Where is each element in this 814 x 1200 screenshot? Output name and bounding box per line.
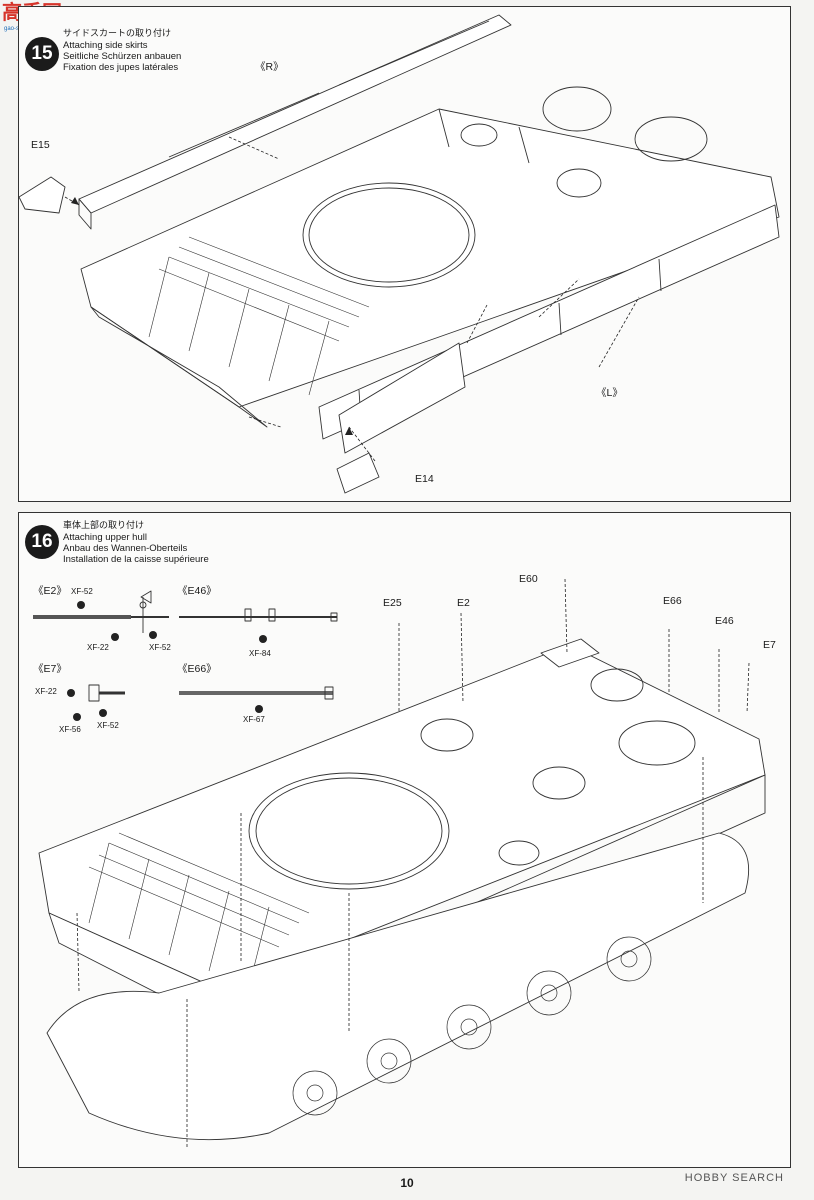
detail-e2-title: 《E2》 xyxy=(33,585,67,597)
step-15-label-e14: E14 xyxy=(415,473,434,485)
part-label-e46: E46 xyxy=(715,615,734,627)
detail-e46-xf84: XF-84 xyxy=(249,649,271,658)
step-16-title-de: Anbau des Wannen-Oberteils xyxy=(63,543,188,554)
step-15-title-fr: Fixation des jupes latérales xyxy=(63,62,179,73)
step-15-label-e15: E15 xyxy=(31,139,50,151)
detail-e46-title: 《E46》 xyxy=(177,585,217,597)
step-15-badge: 15 xyxy=(25,37,59,71)
part-label-e2: E2 xyxy=(457,597,470,609)
detail-e7-xf52: XF-52 xyxy=(97,721,119,730)
part-label-e25: E25 xyxy=(383,597,402,609)
step-15-titles: サイドスカートの取り付け Attaching side skirts Seitl… xyxy=(63,29,181,73)
detail-e7-xf22: XF-22 xyxy=(35,687,57,696)
detail-e66-title: 《E66》 xyxy=(177,663,217,675)
detail-e2-xf52b: XF-52 xyxy=(149,643,171,652)
step-15-panel: 15 サイドスカートの取り付け Attaching side skirts Se… xyxy=(18,6,791,502)
footer-watermark: HOBBY SEARCH xyxy=(684,1172,784,1184)
part-label-e60: E60 xyxy=(519,573,538,585)
step-15-title-en: Attaching side skirts xyxy=(63,40,148,51)
detail-e2-xf22: XF-22 xyxy=(87,643,109,652)
step-15-hull-drawing xyxy=(19,14,780,494)
page-number: 10 xyxy=(400,1176,414,1190)
part-label-e7: E7 xyxy=(763,639,776,651)
detail-e7-title: 《E7》 xyxy=(33,663,67,675)
step-16-title-en: Attaching upper hull xyxy=(63,532,147,543)
step-15-label-l: 《L》 xyxy=(596,387,623,399)
detail-e7-xf56: XF-56 xyxy=(59,725,81,734)
step-16-title-fr: Installation de la caisse supérieure xyxy=(63,554,209,565)
step-16-title-jp: 車体上部の取り付け xyxy=(63,521,145,531)
step-16-titles: 車体上部の取り付け Attaching upper hull Anbau des… xyxy=(63,521,209,565)
step-15-label-r: 《R》 xyxy=(255,61,284,73)
detail-e66-xf67: XF-67 xyxy=(243,715,265,724)
step-16-badge: 16 xyxy=(25,525,59,559)
part-label-e66: E66 xyxy=(663,595,682,607)
step-15-title-de: Seitliche Schürzen anbauen xyxy=(63,51,182,62)
step-16-drawing xyxy=(33,578,766,1149)
detail-e2-xf52a: XF-52 xyxy=(71,587,93,596)
step-15-title-jp: サイドスカートの取り付け xyxy=(63,29,172,39)
step-16-panel: 16 車体上部の取り付け Attaching upper hull Anbau … xyxy=(18,512,791,1168)
